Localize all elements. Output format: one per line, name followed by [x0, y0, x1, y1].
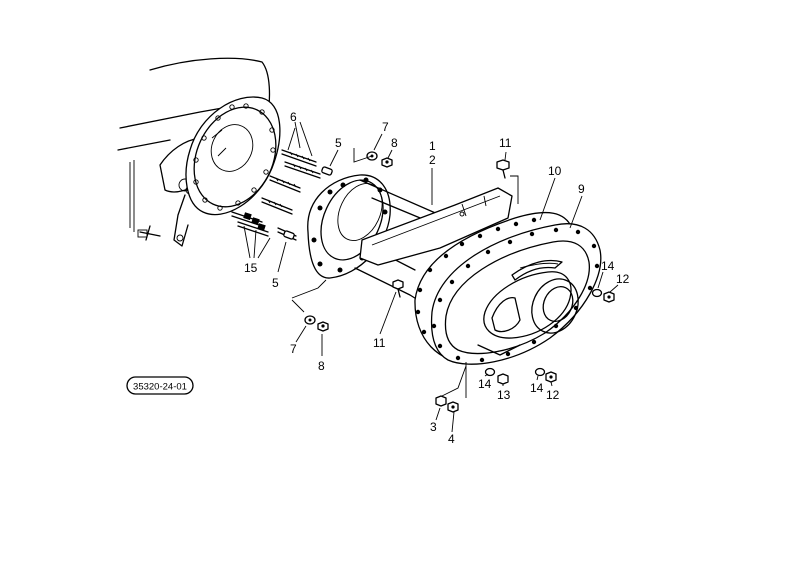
callout-4: 4 [448, 432, 455, 446]
callout-8-top: 8 [391, 136, 398, 150]
callout-2: 2 [429, 153, 436, 167]
reference-code-badge: 35320-24-01 [126, 376, 194, 395]
reference-code: 35320-24-01 [133, 382, 187, 393]
callout-14-right: 14 [601, 259, 615, 273]
callout-15: 15 [244, 261, 258, 275]
callout-5-top: 5 [335, 136, 342, 150]
studs-upper [261, 149, 321, 215]
callout-11-lower: 11 [373, 336, 386, 350]
callout-6: 6 [290, 110, 297, 124]
studs-lower [231, 211, 297, 241]
callout-12-lower: 12 [546, 388, 560, 402]
callout-labels: 6 5 7 8 1 2 11 10 9 14 12 15 5 7 8 11 14… [244, 110, 630, 446]
leader-lines [243, 121, 619, 433]
hardware [304, 151, 615, 413]
callout-12-right: 12 [616, 272, 630, 286]
callout-11-top: 11 [499, 136, 512, 150]
callout-7-lower: 7 [290, 342, 297, 356]
callout-13: 13 [497, 388, 511, 402]
callout-3: 3 [430, 420, 437, 434]
callout-9: 9 [578, 182, 585, 196]
callout-14-lower-left: 14 [478, 377, 492, 391]
dowel-pins [283, 166, 333, 240]
support-bracket [359, 187, 513, 266]
drive-cover [430, 223, 602, 365]
mounting-plate [185, 96, 281, 216]
callout-1: 1 [429, 139, 436, 153]
callout-10: 10 [548, 164, 562, 178]
callout-8-lower: 8 [318, 359, 325, 373]
callout-7-top: 7 [382, 120, 389, 134]
callout-5-lower: 5 [272, 276, 279, 290]
callout-14-lower-right: 14 [530, 381, 544, 395]
